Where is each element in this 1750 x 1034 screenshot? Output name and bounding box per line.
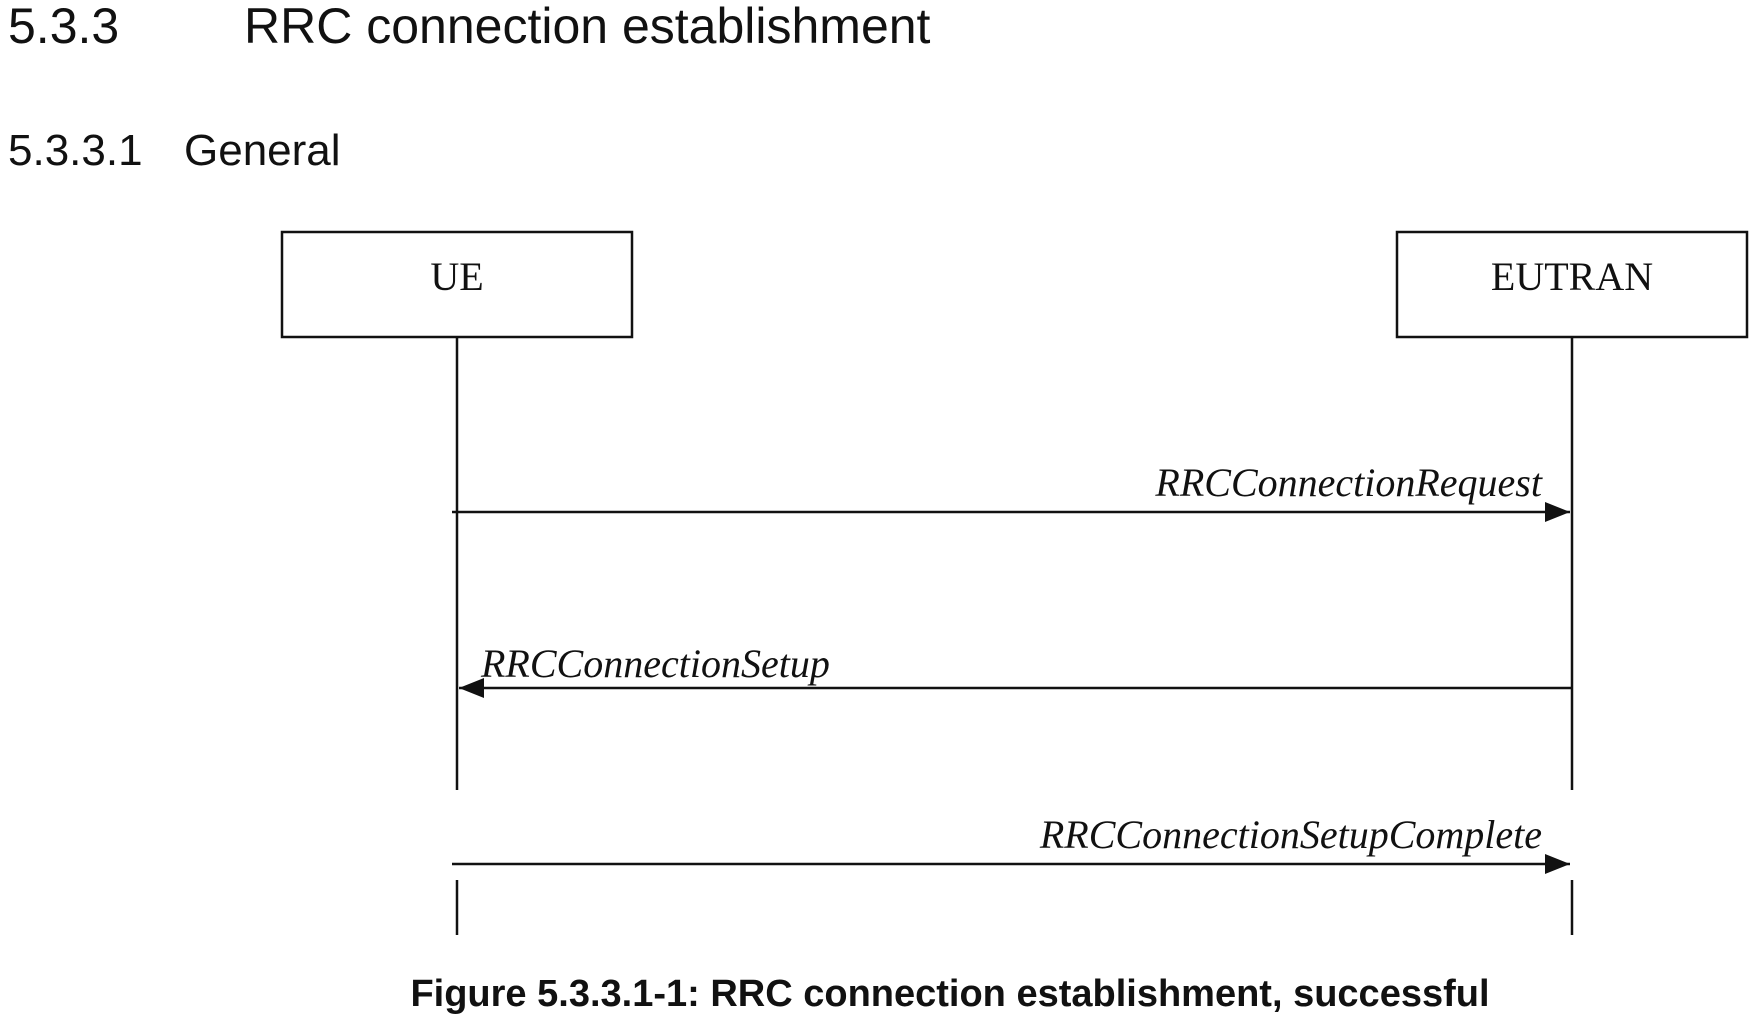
subsection-title: General: [184, 126, 341, 175]
sequence-diagram: UE EUTRAN RRCConnectionRequest RRCConnec…: [280, 230, 1749, 935]
entity-box-ue: [280, 230, 634, 339]
entity-label-ue: UE: [430, 254, 483, 299]
subsection-number: 5.3.3.1: [8, 126, 143, 175]
message-label-rrc-connection-setup-complete: RRCConnectionSetupComplete: [1039, 812, 1542, 857]
entity-label-eutran: EUTRAN: [1491, 254, 1653, 299]
entity-box-eutran: [1395, 230, 1749, 339]
message-label-rrc-connection-request: RRCConnectionRequest: [1154, 460, 1542, 505]
message-label-rrc-connection-setup: RRCConnectionSetup: [480, 641, 830, 686]
section-number: 5.3.3: [8, 0, 120, 54]
figure-caption: Figure 5.3.3.1-1: RRC connection establi…: [410, 973, 1490, 1015]
section-title: RRC connection establishment: [244, 0, 931, 54]
